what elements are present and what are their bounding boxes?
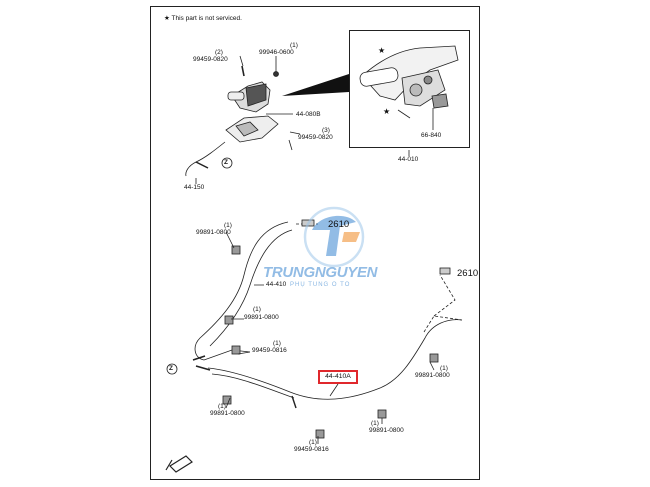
diagram-frame bbox=[150, 6, 480, 480]
callout-part-number: 99891-0800 bbox=[244, 314, 279, 321]
highlighted-part-label: 44-410A bbox=[318, 370, 358, 384]
callout-part-number: 44-150 bbox=[184, 184, 205, 191]
callout-part-number: 99891-0800 bbox=[415, 372, 450, 379]
callout-part-number: 99891-0800 bbox=[369, 427, 404, 434]
callout-qty: (1) bbox=[224, 222, 232, 229]
callout-qty: (1) bbox=[273, 340, 281, 347]
callout-part-number: 99459-0820 bbox=[193, 56, 228, 63]
callout-part-number: 44-080B bbox=[296, 111, 321, 118]
callout-qty: (1) bbox=[309, 439, 317, 446]
ref-number: 2610 bbox=[457, 268, 479, 279]
star-marker: ★ bbox=[378, 46, 386, 55]
watermark-tagline: PHỤ TÙNG Ô TÔ bbox=[290, 282, 351, 288]
callout-part-number: 99459-0816 bbox=[252, 347, 287, 354]
callout-qty: (2) bbox=[215, 49, 223, 56]
watermark-brand: TRUNGNGUYEN bbox=[263, 264, 378, 281]
zoom-marker: Z bbox=[169, 365, 173, 372]
callout-part-number: 44-410 bbox=[266, 281, 287, 288]
callout-part-number: 99891-0800 bbox=[196, 229, 231, 236]
callout-qty: (1) bbox=[290, 42, 298, 49]
callout-qty: (3) bbox=[322, 127, 330, 134]
callout-part-number: 44-010 bbox=[398, 156, 419, 163]
callout-qty: (1) bbox=[253, 306, 261, 313]
watermark-emblem bbox=[303, 206, 365, 268]
callout-part-number: 99891-0800 bbox=[210, 410, 245, 417]
callout-part-number: 99946-0600 bbox=[259, 49, 294, 56]
star-marker: ★ bbox=[383, 107, 391, 116]
detail-lever-drawing bbox=[359, 45, 459, 156]
zoom-marker: Z bbox=[224, 159, 228, 166]
callout-part-number: 66-840 bbox=[421, 132, 442, 139]
parking-brake-lever-drawing bbox=[185, 65, 293, 177]
callout-part-number: 99459-0820 bbox=[298, 134, 333, 141]
callout-qty: (1) bbox=[440, 365, 448, 372]
callout-qty: (1) bbox=[218, 403, 226, 410]
not-serviced-note: ★ This part is not serviced. bbox=[164, 15, 242, 22]
callout-qty: (1) bbox=[371, 420, 379, 427]
detail-inset-box bbox=[349, 30, 470, 148]
ref-number: 2610 bbox=[328, 219, 350, 230]
callout-part-number: 99459-0816 bbox=[294, 446, 329, 453]
